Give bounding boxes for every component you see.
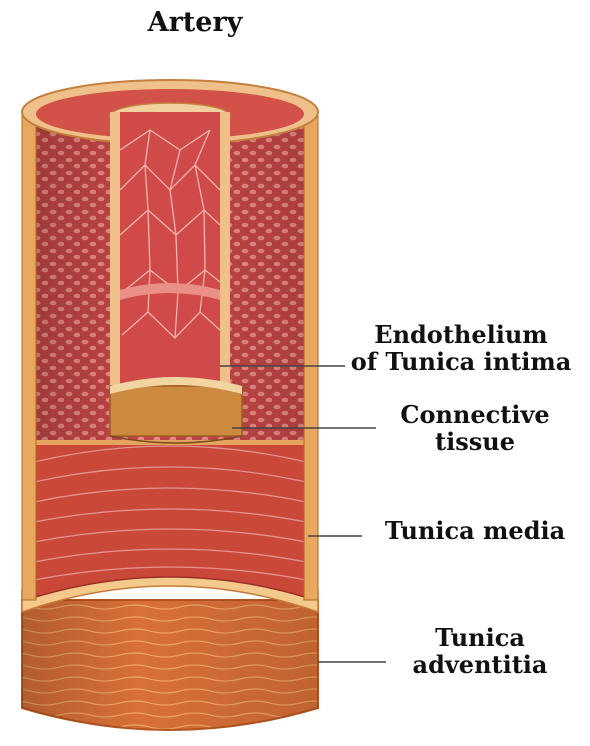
label-connective-tissue: Connective tissue [375, 402, 575, 456]
label-adventitia-line1: Tunica [385, 625, 575, 652]
label-tunica-media: Tunica media [360, 518, 590, 545]
label-endothelium: Endothelium of Tunica intima [330, 322, 590, 376]
right-adventitia-edge [304, 110, 318, 600]
label-connective-line1: Connective [375, 402, 575, 429]
media-body [32, 423, 308, 599]
diagram-title: Artery [110, 8, 280, 38]
connective-tissue-band [110, 386, 242, 436]
label-tunica-adventitia: Tunica adventitia [385, 625, 575, 679]
adventitia-shading [22, 600, 318, 730]
tunica-intima-layer [110, 112, 242, 443]
tunica-media-layer [32, 423, 308, 599]
label-connective-line2: tissue [375, 429, 575, 456]
left-adventitia-edge [22, 110, 36, 600]
label-adventitia-line2: adventitia [385, 652, 575, 679]
label-endothelium-line1: Endothelium [330, 322, 590, 349]
label-endothelium-line2: of Tunica intima [330, 349, 590, 376]
